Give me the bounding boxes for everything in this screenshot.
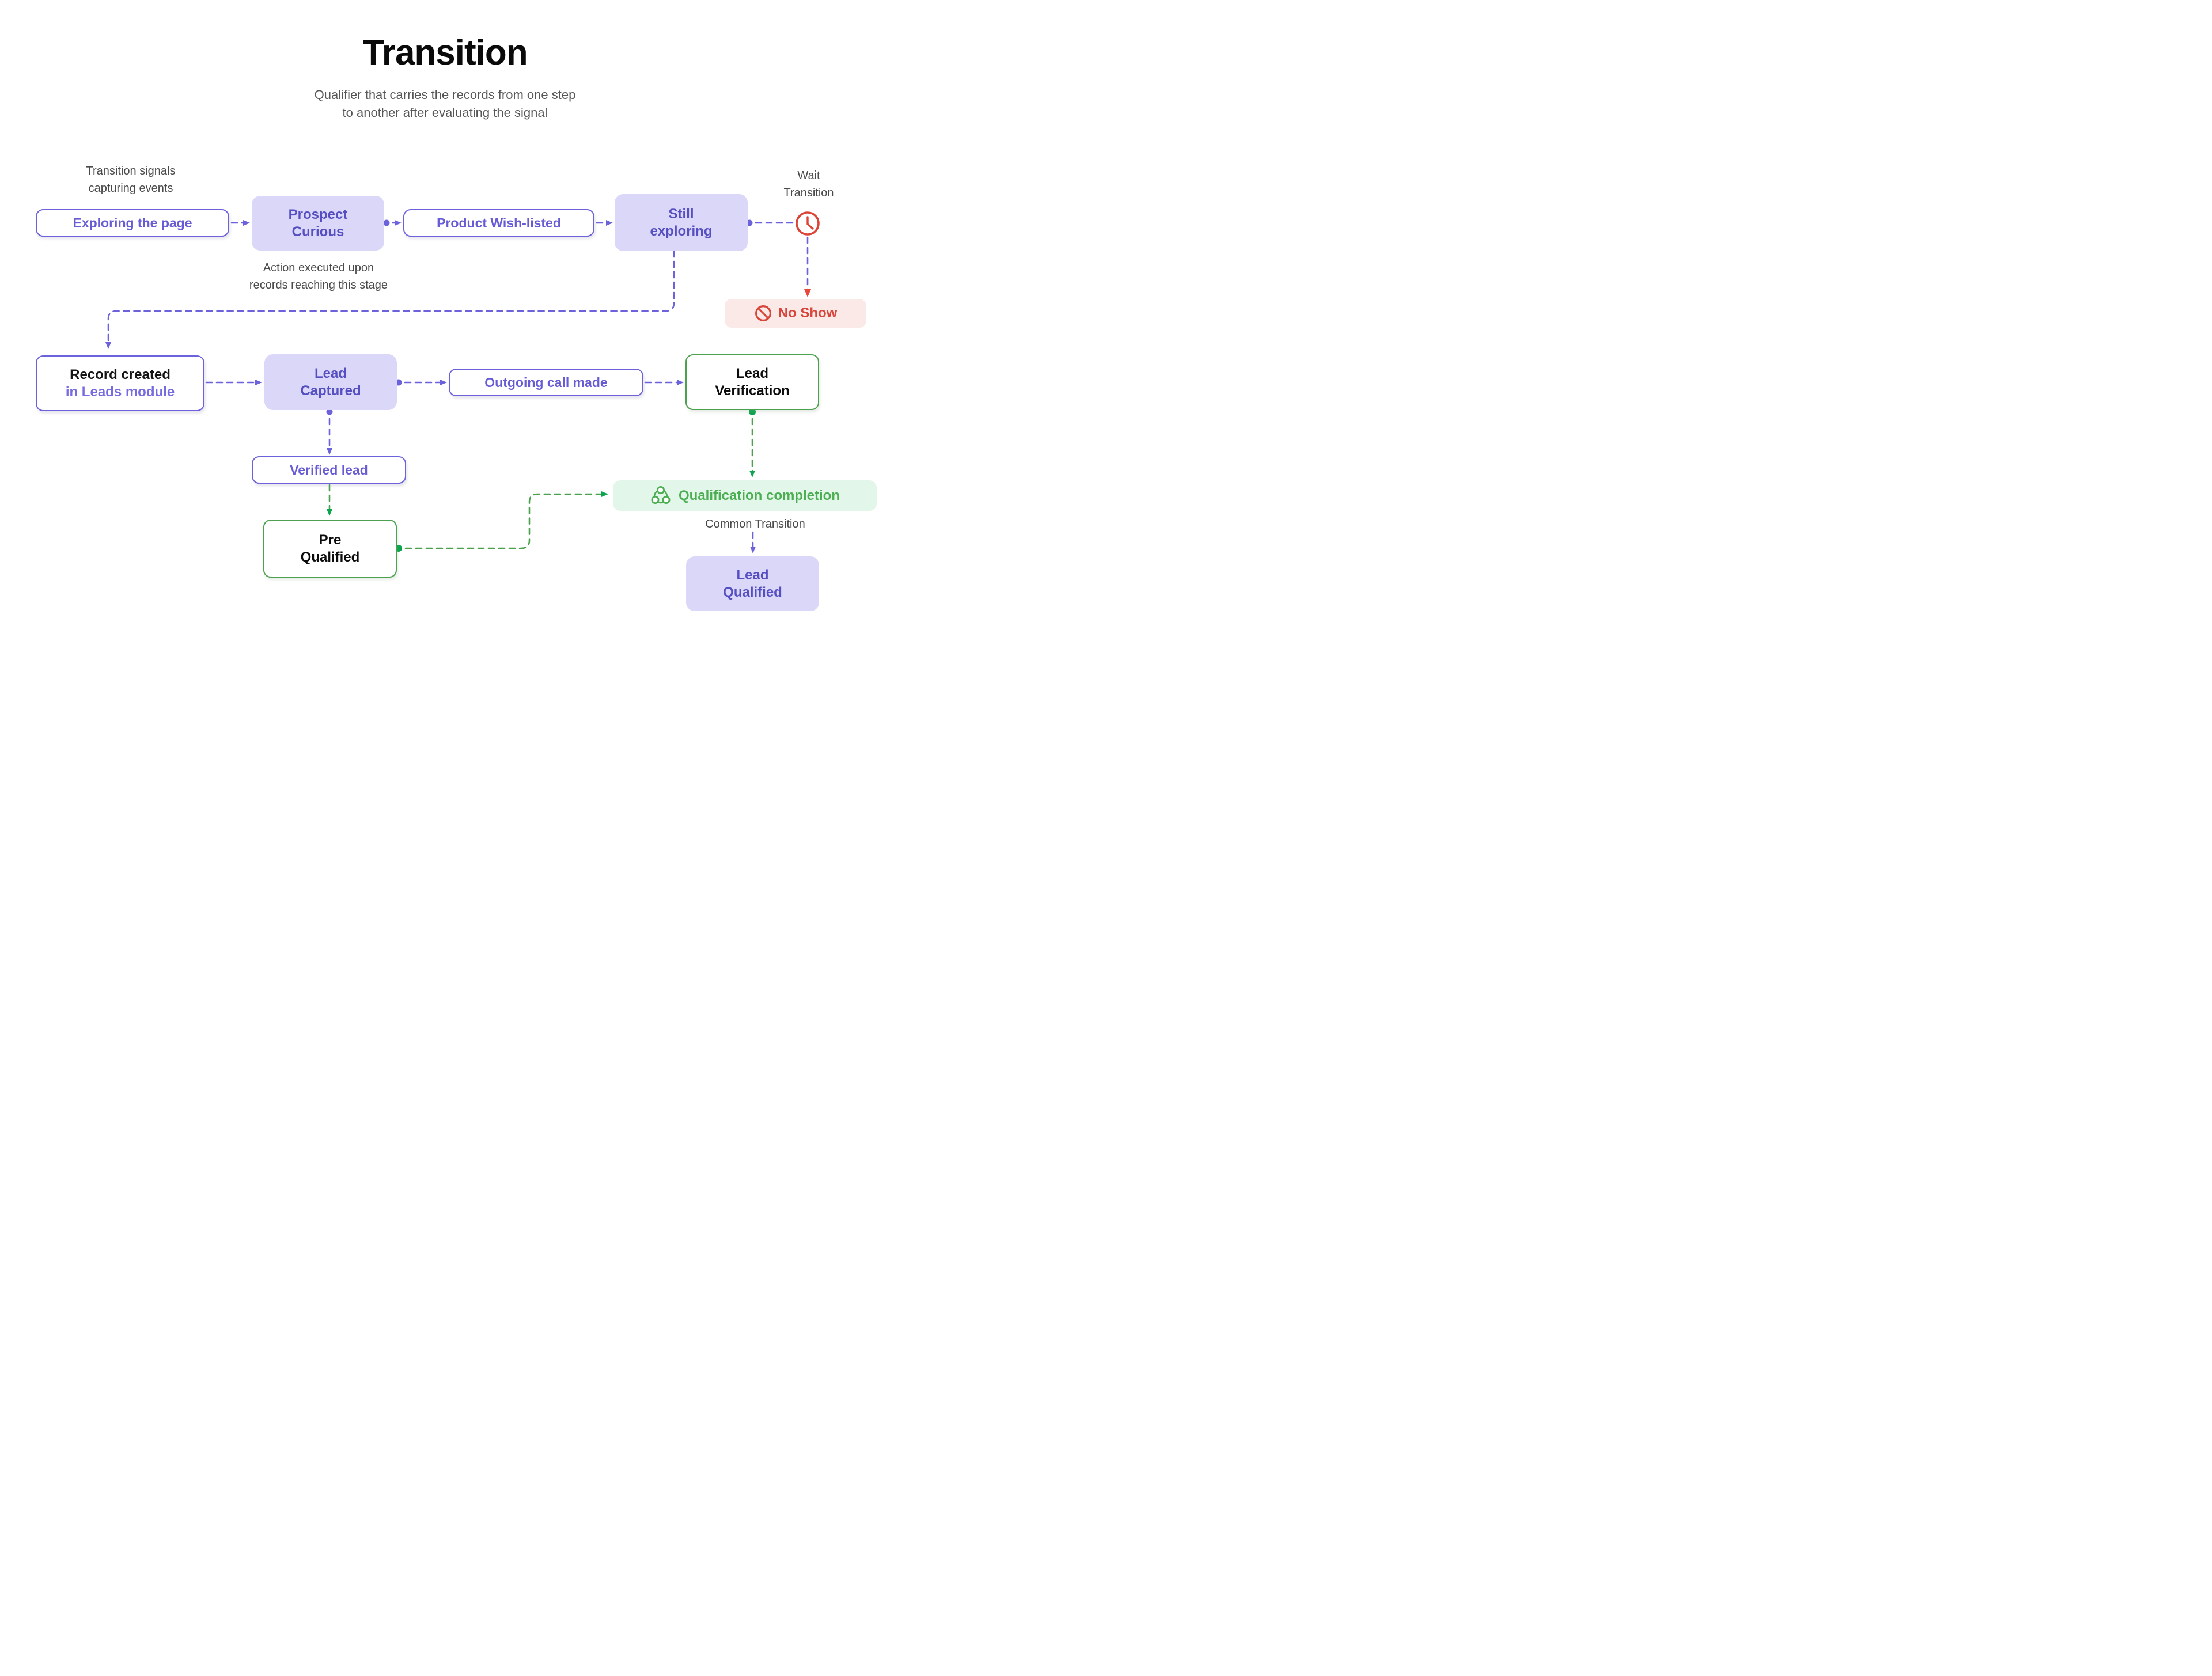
- connector-still-to-record: [105, 250, 675, 349]
- signals-annotation: Transition signals capturing events: [86, 165, 176, 195]
- node-product-wishlisted[interactable]: Product Wish-listed: [403, 209, 594, 237]
- node-lead-verification[interactable]: Lead Verification: [685, 354, 819, 410]
- wait-transition-annotation: Wait Transition: [783, 169, 834, 199]
- connector-dot-captured-right: [395, 379, 402, 386]
- node-pre-qualified[interactable]: Pre Qualified: [263, 520, 397, 578]
- qualification-completion-label: Qualification completion: [678, 487, 840, 503]
- group-icon: [651, 486, 671, 504]
- connector-layer: [105, 211, 820, 553]
- node-no-show[interactable]: No Show: [725, 299, 866, 328]
- page-subtitle: Qualifier that carries the records from …: [314, 88, 576, 120]
- clock-icon[interactable]: [796, 211, 820, 236]
- node-lead-captured[interactable]: Lead Captured: [264, 354, 397, 410]
- connector-dot-captured-bottom: [326, 408, 333, 415]
- connector-dot-prospect: [383, 219, 390, 226]
- node-lead-qualified[interactable]: Lead Qualified: [686, 556, 819, 611]
- action-annotation: Action executed upon records reaching th…: [249, 261, 388, 291]
- node-exploring-the-page[interactable]: Exploring the page: [36, 209, 229, 237]
- connector-dot-prequalified-right: [395, 545, 402, 552]
- connector-dot-still: [746, 219, 753, 226]
- node-still-exploring[interactable]: Still exploring: [615, 194, 748, 251]
- record-created-line2: in Leads module: [65, 384, 175, 400]
- flowchart-canvas: Transition Qualifier that carries the re…: [0, 0, 890, 674]
- no-entry-icon: [755, 305, 771, 321]
- common-transition-annotation: Common Transition: [705, 518, 805, 530]
- no-show-label: No Show: [778, 305, 838, 321]
- node-record-created[interactable]: Record created in Leads module: [36, 355, 204, 411]
- connector-dot-verification-bottom: [749, 408, 756, 415]
- node-qualification-completion[interactable]: Qualification completion: [613, 480, 877, 511]
- node-prospect-curious[interactable]: Prospect Curious: [252, 196, 384, 251]
- connector-prequalified-to-completion: [404, 491, 608, 549]
- node-outgoing-call-made[interactable]: Outgoing call made: [449, 369, 643, 396]
- page-title: Transition: [362, 33, 528, 73]
- node-verified-lead[interactable]: Verified lead: [252, 456, 406, 484]
- record-created-line1: Record created: [70, 366, 171, 382]
